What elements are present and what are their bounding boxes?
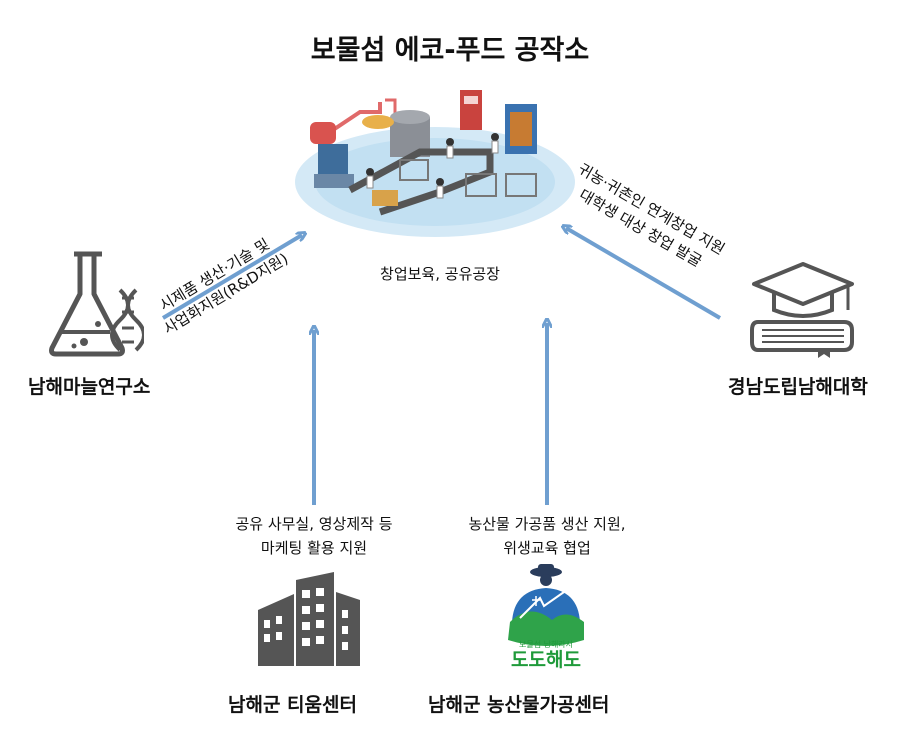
bottom-left-edge-label: 공유 사무실, 영상제작 등 마케팅 활용 지원 bbox=[194, 512, 434, 560]
logo-text-small: 보물섬 남해라서 bbox=[518, 640, 574, 649]
arrow-right bbox=[566, 228, 722, 320]
bottom-right-edge-label: 농산물 가공품 생산 지원, 위생교육 협업 bbox=[420, 512, 674, 560]
bottom-right-edge-label-line-2: 위생교육 협업 bbox=[503, 539, 591, 557]
arrow-left bbox=[161, 235, 302, 320]
bottom-right-node-name: 남해군 농산물가공센터 bbox=[428, 694, 610, 716]
factory-illustration bbox=[295, 90, 575, 237]
office-building-icon bbox=[258, 572, 360, 666]
farmer-logo: 보물섬 남해라서 도도해도 bbox=[500, 562, 592, 678]
center-caption: 창업보육, 공유공장 bbox=[380, 265, 500, 283]
bottom-left-node-name: 남해군 티움센터 bbox=[228, 694, 357, 716]
farmer-logo-icon bbox=[508, 564, 584, 646]
bottom-right-edge-label-line-1: 농산물 가공품 생산 지원, bbox=[468, 515, 626, 533]
graduation-cap-book-icon bbox=[750, 262, 854, 358]
flask-dna-icon bbox=[49, 251, 144, 357]
bottom-left-edge-label-line-2: 마케팅 활용 지원 bbox=[260, 539, 368, 557]
logo-text-big: 도도해도 bbox=[511, 649, 581, 671]
bottom-left-edge-label-line-1: 공유 사무실, 영상제작 등 bbox=[235, 515, 393, 533]
diagram-title: 보물섬 에코-푸드 공작소 bbox=[310, 35, 590, 66]
right-node-name: 경남도립남해대학 bbox=[728, 376, 868, 398]
left-node-name: 남해마늘연구소 bbox=[28, 376, 151, 398]
